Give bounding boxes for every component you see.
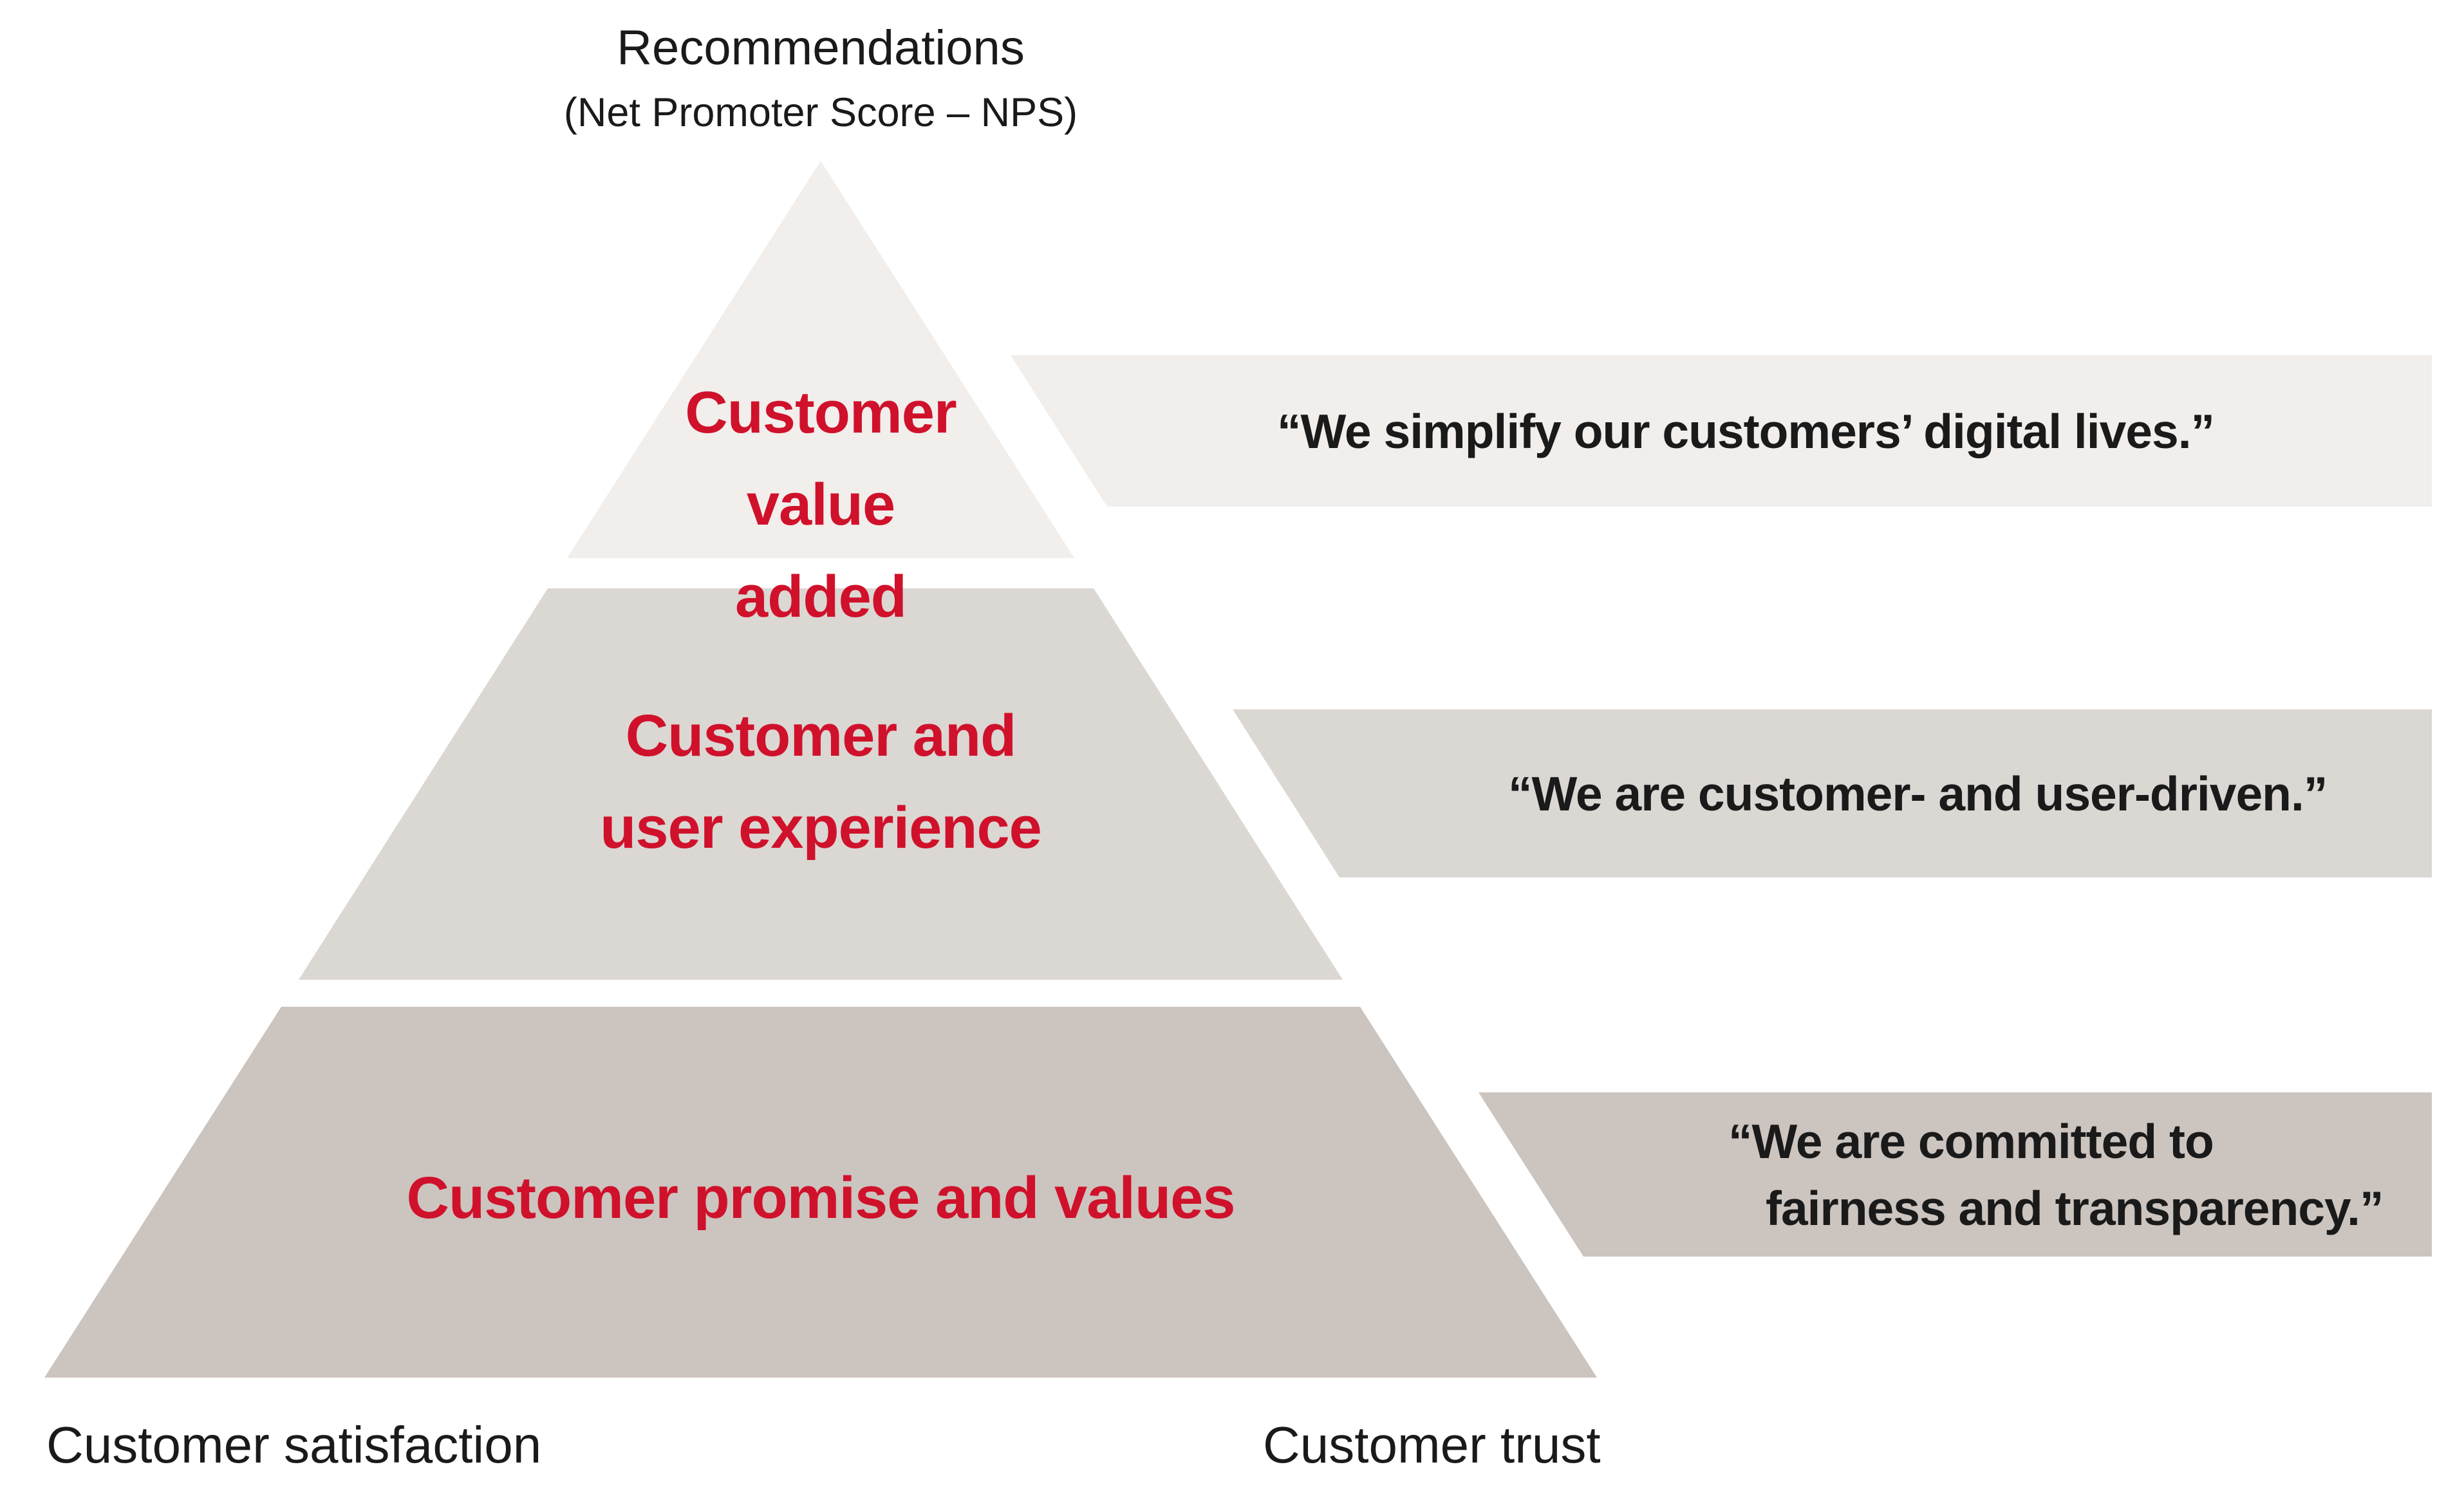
quote-bar-bottom: “We are committed to fairness and transp…: [1479, 1092, 2432, 1257]
pyramid-tier-bottom: [44, 1007, 1597, 1378]
quote-bottom-text-line-1: “We are committed to: [1728, 1114, 2214, 1168]
diagram-subtitle: (Net Promoter Score – NPS): [563, 90, 1078, 135]
quote-bar-middle: “We are customer- and user-driven.”: [1233, 709, 2432, 877]
tier-top-label: Customer value added: [402, 367, 1239, 643]
title-block: Recommendations (Net Promoter Score – NP…: [402, 13, 1239, 142]
tier-top-label-line-1: Customer: [685, 380, 957, 445]
tier-top-label-line-3: added: [735, 564, 907, 630]
quote-top-text: “We simplify our customers’ digital live…: [1277, 404, 2215, 458]
tier-middle-label-line-2: user experience: [600, 795, 1042, 861]
quote-bottom-text-line-2: fairness and transparency.”: [1766, 1181, 2384, 1235]
diagram-title: Recommendations: [617, 21, 1025, 75]
quote-middle-text: “We are customer- and user-driven.”: [1508, 766, 2328, 821]
tier-bottom-label-line-1: Customer promise and values: [406, 1165, 1236, 1231]
tier-top-label-line-2: value: [746, 472, 895, 538]
tier-middle-label-line-1: Customer and: [625, 703, 1017, 769]
quote-bar-top: “We simplify our customers’ digital live…: [1011, 355, 2432, 507]
axis-label-customer-trust: Customer trust: [1263, 1416, 1601, 1473]
tier-bottom-label: Customer promise and values: [402, 1152, 1239, 1244]
axis-label-customer-satisfaction: Customer satisfaction: [46, 1416, 542, 1473]
tier-middle-label: Customer and user experience: [402, 690, 1239, 874]
